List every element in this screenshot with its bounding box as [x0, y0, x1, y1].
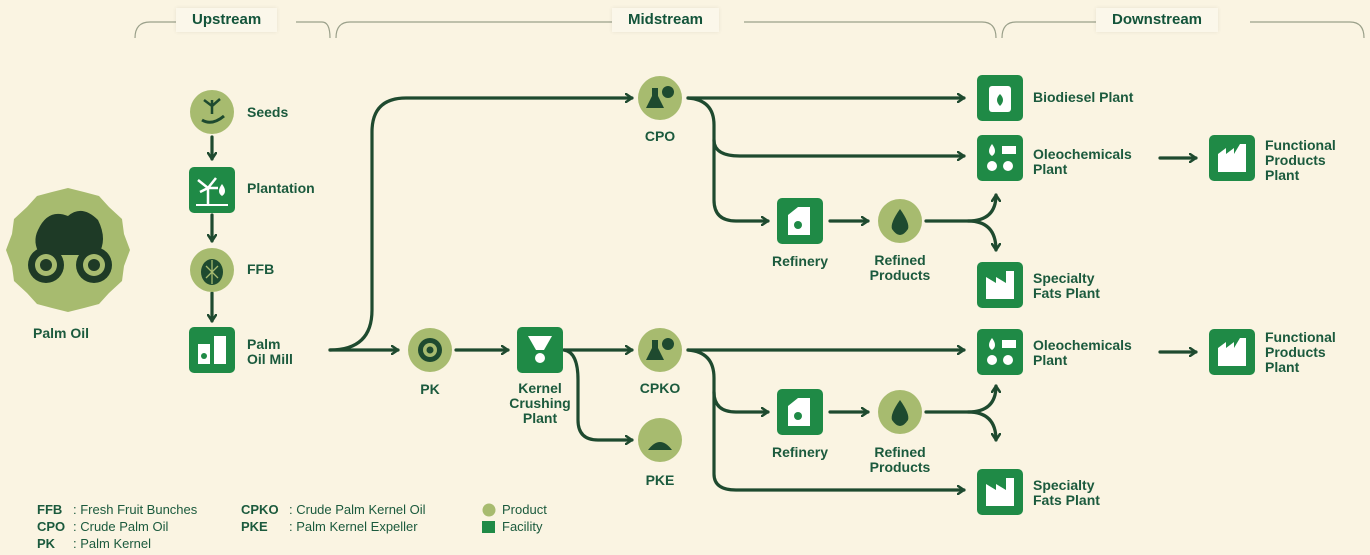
cpko-node	[638, 328, 682, 372]
legend-product-marker	[482, 503, 496, 517]
crusher-icon	[528, 336, 552, 350]
refinery-top-node	[777, 198, 823, 244]
legend-abbreviations-1: FFB: Fresh Fruit Bunches CPO: Crude Palm…	[37, 501, 197, 552]
palm-oil-label: Palm Oil	[33, 325, 90, 341]
oleo-top-node	[977, 135, 1023, 181]
refined-bot-node	[878, 390, 922, 434]
arrow-refined-specialty-top	[966, 219, 996, 252]
legend-cpko: CPKO: Crude Palm Kernel Oil	[241, 502, 426, 517]
palm-oil-mill-node	[189, 327, 235, 373]
legend-pke: PKE: Palm Kernel Expeller	[241, 519, 418, 534]
pk-node	[408, 328, 452, 372]
oleochemicals-icon	[989, 338, 995, 350]
connections	[212, 96, 1198, 490]
legend-facility-marker	[482, 521, 495, 533]
arrow-mill-cpo	[328, 98, 634, 352]
biodiesel-label: Biodiesel Plant	[1033, 89, 1134, 105]
legend-abbreviations-2: CPKO: Crude Palm Kernel Oil PKE: Palm Ke…	[241, 501, 426, 535]
pke-node	[638, 418, 682, 462]
specialty-bot-node	[977, 469, 1023, 515]
refined-top-node	[878, 199, 922, 243]
section-midstream: Midstream	[612, 8, 720, 32]
ffb-node	[190, 248, 234, 292]
refinery-top-label: Refinery	[771, 253, 829, 269]
pk-label: PK	[420, 381, 440, 397]
cpko-label: CPKO	[639, 380, 681, 396]
pke-label: PKE	[645, 472, 675, 488]
oil-drop-icon	[891, 400, 909, 426]
oil-drop-icon	[891, 209, 909, 235]
flask-icon	[646, 340, 664, 360]
factory-icon	[986, 478, 1014, 506]
legend-facility-label: Facility	[502, 519, 543, 534]
arrow-cpo-refinery	[712, 138, 770, 221]
factory-icon	[1218, 338, 1246, 366]
arrow-cpko-refinery	[686, 348, 770, 412]
palm-oil-badge	[6, 188, 130, 312]
cpo-label: CPO	[644, 128, 676, 144]
factory-icon	[1218, 144, 1246, 172]
arrow-refined-oleo-bot	[924, 384, 996, 414]
refinery-icon	[788, 398, 810, 426]
legend-cpo: CPO: Crude Palm Oil	[37, 519, 169, 534]
arrow-cpko-specialty	[712, 390, 966, 490]
functional-bot-node	[1209, 329, 1255, 375]
seeds-label: Seeds	[247, 104, 289, 120]
ffb-label: FFB	[247, 261, 275, 277]
legend-product-label: Product	[502, 502, 547, 517]
arrow-refined-oleo-top	[924, 193, 996, 223]
legend-keys: Product Facility	[502, 501, 547, 535]
arrow-refined-specialty-bot	[966, 410, 996, 442]
refinery-icon	[788, 207, 810, 235]
section-downstream: Downstream	[1096, 8, 1219, 32]
cpo-node	[638, 76, 682, 120]
specialty-top-node	[977, 262, 1023, 308]
palm-tree-icon	[197, 177, 218, 204]
seed-hand-icon	[201, 114, 225, 124]
oleo-bot-node	[977, 329, 1023, 375]
legend-pk: PK: Palm Kernel	[37, 536, 152, 551]
arrow-cpo-oleo	[686, 96, 966, 156]
oleochemicals-icon	[989, 144, 995, 156]
biodiesel-node	[977, 75, 1023, 121]
kernel-crushing-node	[517, 327, 563, 373]
flask-icon	[646, 88, 664, 108]
functional-top-node	[1209, 135, 1255, 181]
expeller-pile-icon	[648, 442, 672, 450]
refinery-bot-label: Refinery	[771, 444, 829, 460]
legend-ffb: FFB: Fresh Fruit Bunches	[37, 502, 198, 517]
plantation-label: Plantation	[247, 180, 315, 196]
refinery-bot-node	[777, 389, 823, 435]
section-brackets	[134, 21, 1365, 39]
section-upstream: Upstream	[176, 8, 278, 32]
arrow-kernel-pke	[562, 348, 634, 440]
plantation-node	[189, 167, 235, 213]
seeds-node	[190, 90, 234, 134]
factory-icon	[986, 271, 1014, 299]
